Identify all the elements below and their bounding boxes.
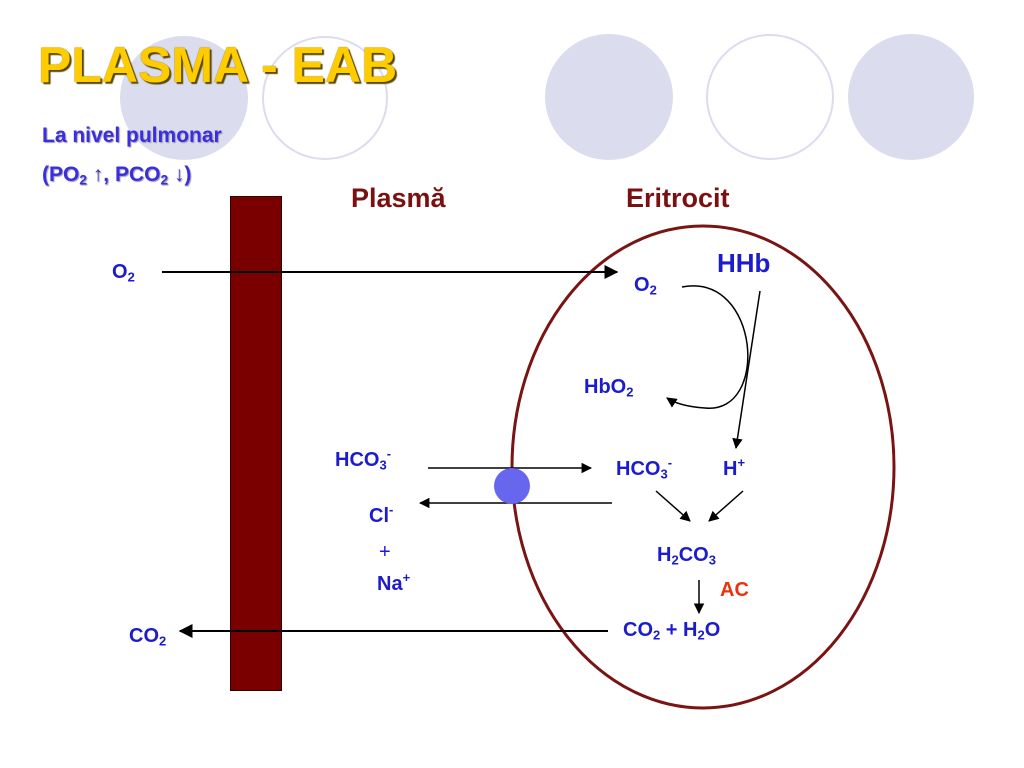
hhb-label: HHb	[717, 248, 771, 278]
o2-binding-curve	[666, 285, 749, 409]
decor-circle	[848, 34, 974, 160]
plasma-header: Plasmă	[351, 183, 446, 213]
arrow-down-icon: ↓	[173, 163, 185, 186]
erythrocyte-header: Eritrocit	[626, 183, 730, 213]
slide-title: PLASMA - EAB	[38, 37, 398, 93]
h-to-h2co3-arrow	[708, 490, 744, 522]
condition-line-1: La nivel pulmonar	[42, 124, 222, 147]
co2-plasma-label: CO2	[129, 625, 167, 649]
erythrocyte-outline	[510, 224, 896, 710]
capillary-membrane	[230, 196, 282, 691]
hco3-plasma-label: HCO3-	[335, 446, 392, 473]
hhb-to-h-arrow	[732, 290, 761, 450]
decor-circle	[120, 36, 248, 160]
hco3-cell-label: HCO3-	[616, 455, 673, 482]
h2co3-label: H2CO3	[657, 544, 716, 568]
anion-exchanger	[494, 468, 530, 504]
condition-line-2: (PO2 ↑, PCO2 ↓)	[42, 163, 192, 188]
arrow-up-icon: ↑	[92, 163, 104, 186]
sodium-label: Na+	[377, 570, 411, 595]
plus-sign: +	[379, 541, 391, 563]
o2-plasma-label: O2	[112, 261, 135, 285]
chloride-label: Cl-	[369, 502, 394, 527]
decor-circle	[545, 34, 673, 160]
decor-ring	[706, 34, 834, 160]
hbo2-label: HbO2	[584, 376, 634, 400]
decor-ring	[262, 36, 388, 160]
co2-h2o-label: CO2 + H2O	[623, 619, 721, 643]
h-plus-label: H+	[723, 455, 746, 480]
carbonic-anhydrase-label: AC	[720, 579, 749, 601]
o2-cell-label: O2	[634, 274, 657, 298]
hco3-to-h2co3-arrow	[655, 490, 691, 522]
